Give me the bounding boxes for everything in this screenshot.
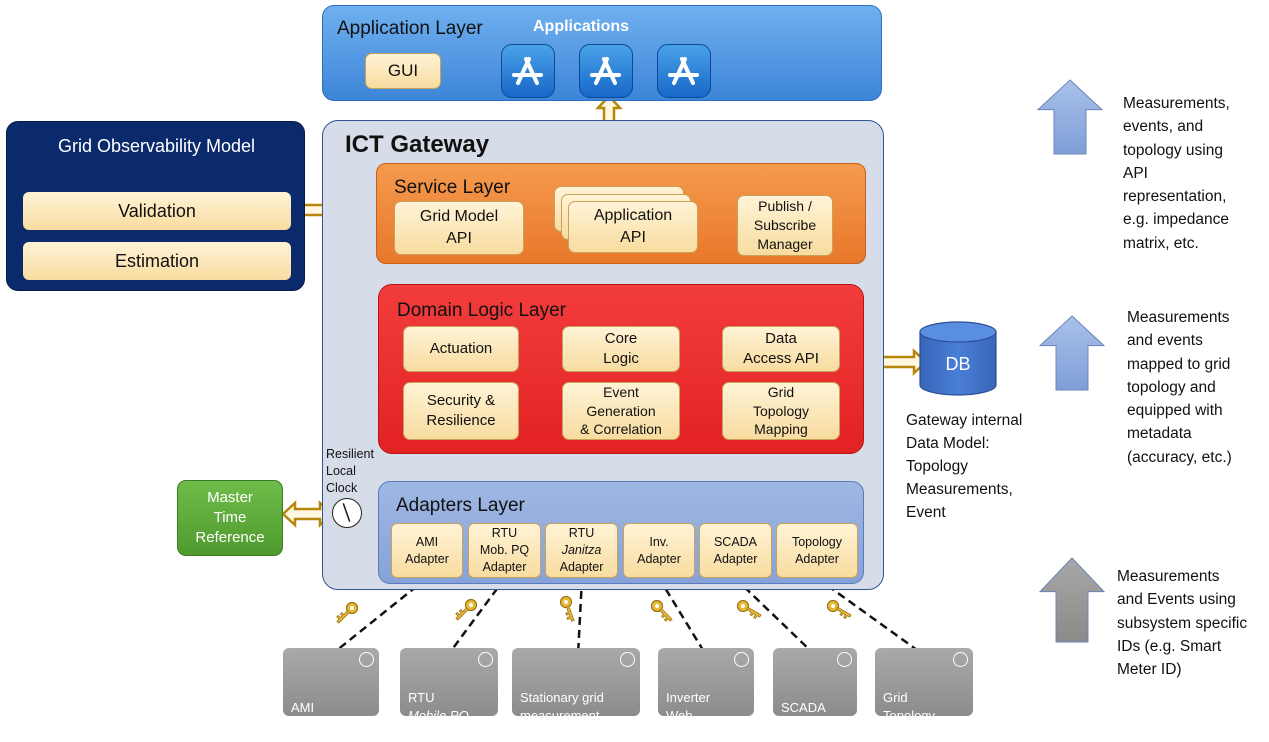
key-icon bbox=[736, 599, 762, 619]
data-access-api-box[interactable]: Data Access API bbox=[722, 326, 840, 372]
dashed-connector bbox=[330, 577, 428, 656]
grid-model-api-box[interactable]: Grid Model API bbox=[394, 201, 524, 255]
key-icon bbox=[826, 599, 852, 619]
clock-icon bbox=[478, 652, 493, 667]
publish-subscribe-manager-box[interactable]: Publish / Subscribe Manager bbox=[737, 195, 833, 256]
master-time-reference[interactable]: Master Time Reference bbox=[177, 480, 283, 556]
db-cylinder bbox=[919, 331, 997, 396]
master-time-label: Master Time Reference bbox=[195, 488, 265, 547]
db-cylinder-top bbox=[919, 321, 997, 343]
annotation-subsystem-ids: Measurements and Events using subsystem … bbox=[1117, 568, 1248, 678]
app-store-icon[interactable] bbox=[579, 44, 633, 98]
resilient-clock-label: Resilient Local Clock bbox=[326, 447, 374, 495]
dashed-connector bbox=[734, 577, 816, 656]
core-logic-box[interactable]: Core Logic bbox=[562, 326, 680, 372]
dashed-connector bbox=[816, 576, 925, 657]
clock-icon bbox=[332, 498, 362, 528]
annotation-mapped-topology: Measurements and events mapped to grid t… bbox=[1127, 309, 1232, 466]
actuation-box[interactable]: Actuation bbox=[403, 326, 519, 372]
dashed-connector bbox=[657, 577, 708, 656]
clock-icon bbox=[620, 652, 635, 667]
application-layer-title: Application Layer bbox=[337, 18, 483, 39]
clock-icon bbox=[734, 652, 749, 667]
up-arrow-icon bbox=[1038, 557, 1106, 643]
dashed-connector bbox=[446, 577, 507, 656]
clock-icon bbox=[359, 652, 374, 667]
domain-logic-layer-title: Domain Logic Layer bbox=[397, 300, 566, 321]
connector-layer bbox=[281, 79, 1106, 657]
estimation-box[interactable]: Estimation bbox=[23, 242, 291, 280]
inv-adapter-box[interactable]: Inv.Adapter bbox=[623, 523, 695, 578]
event-generation-correlation-box[interactable]: Event Generation & Correlation bbox=[562, 382, 680, 440]
db-label: DB bbox=[945, 354, 971, 374]
security-resilience-box[interactable]: Security & Resilience bbox=[403, 382, 519, 440]
key-icon bbox=[455, 598, 478, 621]
grid-topology-mapping-box[interactable]: Grid Topology Mapping bbox=[722, 382, 840, 440]
up-arrow-icon bbox=[1036, 79, 1104, 155]
app-store-icon[interactable] bbox=[657, 44, 711, 98]
db-caption: Gateway internal Data Model: Topology Me… bbox=[906, 412, 1023, 521]
application-api-box[interactable]: Application API bbox=[568, 201, 698, 253]
validation-box[interactable]: Validation bbox=[23, 192, 291, 230]
grid-observability-title: Grid Observability Model bbox=[57, 136, 256, 156]
key-icon bbox=[336, 601, 359, 624]
adapters-layer-title: Adapters Layer bbox=[396, 495, 525, 516]
up-arrow-icon bbox=[1038, 315, 1106, 391]
application-layer: Application Layer Applications GUI bbox=[322, 5, 882, 101]
annotation-api-representation: Measurements, events, and topology using… bbox=[1123, 95, 1230, 252]
clock-icon bbox=[837, 652, 852, 667]
key-icon bbox=[559, 595, 575, 622]
service-layer-title: Service Layer bbox=[394, 177, 511, 198]
app-store-icon[interactable] bbox=[501, 44, 555, 98]
ict-gateway-title: ICT Gateway bbox=[345, 131, 490, 158]
clock-icon bbox=[953, 652, 968, 667]
gui-box[interactable]: GUI bbox=[365, 53, 441, 89]
applications-label: Applications bbox=[533, 18, 630, 35]
grid-observability-model: Grid Observability Model Validation Esti… bbox=[6, 121, 305, 291]
key-icon bbox=[650, 599, 673, 622]
